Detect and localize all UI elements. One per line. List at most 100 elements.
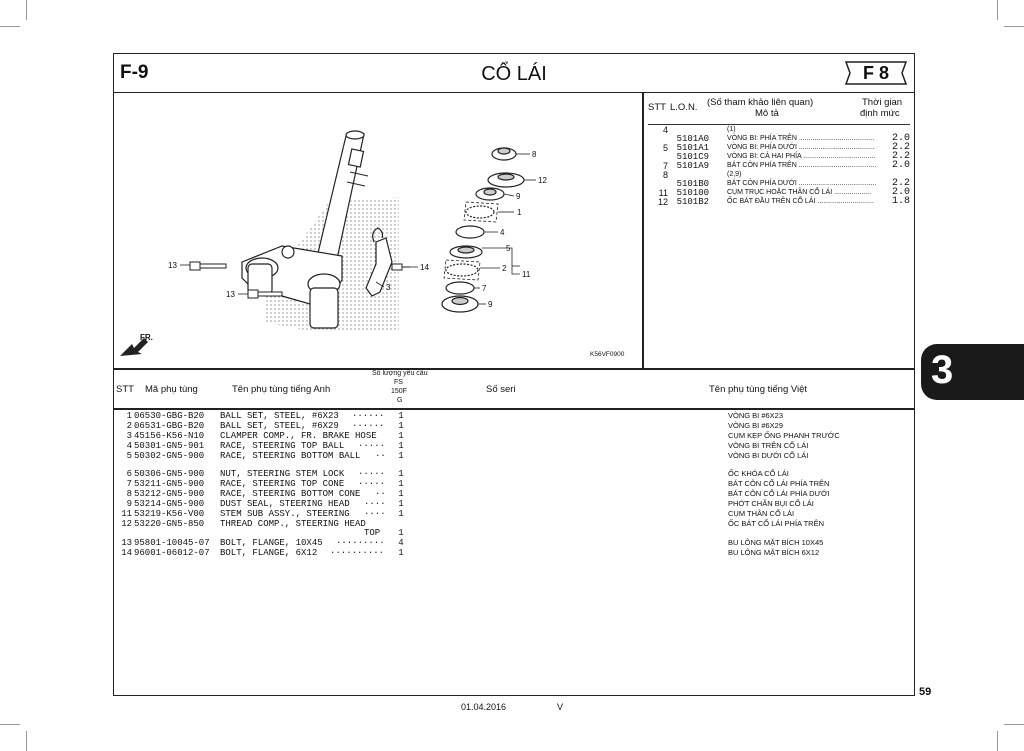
callout-7: 9 [516, 192, 521, 201]
ref-time: 2.0 [891, 187, 910, 198]
labor-reference-table: STT L.O.N. (Số tham khảo liên quan) Mô t… [644, 92, 914, 368]
crop-mark [0, 724, 20, 725]
ref-time: 2.0 [891, 160, 910, 171]
row-qty: 1 [398, 479, 404, 489]
ref-desc: (2,9) [727, 171, 742, 178]
row-name-en: RACE, STEERING TOP BALL [220, 441, 345, 451]
callout-13: 13 [168, 261, 177, 270]
row-no: 5 [126, 451, 132, 461]
col-header-serial: Số seri [486, 384, 516, 395]
row-part-no: 06530-GBG-B20 [134, 411, 205, 421]
ref-lon: 5101A0 [676, 134, 709, 144]
row-part-no: 45156-K56-N10 [134, 431, 205, 441]
col-header-qty-model: FS [394, 379, 403, 386]
row-qty: 1 [398, 509, 404, 519]
row-qty: 4 [398, 538, 404, 548]
row-leader: ···· [364, 509, 386, 519]
row-part-no: 53212-GN5-900 [134, 489, 205, 499]
crop-mark [997, 731, 998, 751]
crop-mark [26, 731, 27, 751]
row-name-vn: CỤM KẸP ỐNG PHANH TRƯỚC [728, 431, 840, 440]
row-qty: 1 [398, 499, 404, 509]
col-header-part-no: Mã phụ tùng [145, 384, 198, 395]
figure-badge: F 8 [844, 60, 908, 86]
callout-5: 5 [506, 244, 511, 253]
ref-lon: 510100 [676, 188, 709, 198]
footer-date: 01.04.2016 [461, 702, 507, 712]
row-no: 4 [126, 441, 132, 451]
col-header-name-en: Tên phụ tùng tiếng Anh [232, 384, 331, 395]
ref-time: 2.2 [891, 151, 910, 162]
crop-mark [1004, 724, 1024, 725]
col-header-qty-model-3: G [397, 397, 403, 404]
row-name-vn: VÒNG BI TRÊN CỔ LÁI [728, 441, 809, 450]
row-no: 13 [121, 538, 132, 548]
row-name-en: NUT, STEERING STEM LOCK [220, 469, 345, 479]
row-qty: 1 [398, 489, 404, 499]
ref-desc: ỐC BÁT ĐẦU TRÊN CỔ LÁI .................… [727, 198, 874, 205]
row-qty: 1 [398, 431, 404, 441]
crop-mark [0, 26, 20, 27]
row-name-vn: PHỚT CHẮN BỤI CỔ LÁI [728, 499, 814, 508]
ref-row: 8(2,9) [644, 170, 914, 180]
row-leader: ·· [375, 489, 386, 499]
row-name-vn: ỐC KHÓA CỔ LÁI [728, 469, 789, 478]
callout-4: 4 [500, 228, 505, 237]
row-no: 14 [121, 548, 132, 558]
row-name-en: RACE, STEERING TOP CONE [220, 479, 345, 489]
row-name-vn: VÒNG BI #6X23 [728, 411, 784, 420]
direction-label: FR. [140, 333, 153, 342]
row-part-no: 50302-GN5-900 [134, 451, 205, 461]
row-leader: ····· [358, 469, 386, 479]
row-leader: ···· [364, 499, 386, 509]
divider [114, 408, 914, 410]
callout-6: 8 [532, 150, 537, 159]
row-qty: 1 [398, 469, 404, 479]
callout-2: 2 [502, 264, 507, 273]
row-leader: ······ [352, 411, 385, 421]
row-part-no: 53219-K56-V00 [134, 509, 205, 519]
ref-stt: 7 [662, 161, 668, 171]
ref-header-ref: (Số tham khảo liên quan) [707, 97, 814, 108]
divider [114, 368, 914, 370]
row-part-no: 06531-GBG-B20 [134, 421, 205, 431]
ref-stt: 11 [658, 188, 668, 198]
chapter-tab-number: 3 [931, 348, 954, 392]
row-qty: 1 [398, 528, 404, 538]
callout-13-lower: 13 [226, 290, 235, 299]
row-leader: ········· [336, 538, 385, 548]
ref-desc: BÁT CÔN PHÍA DƯỚI ......................… [727, 180, 877, 187]
ref-stt: 12 [657, 197, 668, 207]
exploded-diagram: 8 12 9 1 4 5 2 11 7 9 3 14 13 13 FR. K56… [114, 92, 642, 368]
row-name-vn: BU LÔNG MẶT BÍCH 10X45 [728, 538, 824, 547]
row-name-en: STEM SUB ASSY., STEERING [220, 509, 350, 519]
row-qty: 1 [398, 548, 404, 558]
section-code: F-9 [120, 62, 149, 83]
ref-lon: 5101B2 [676, 197, 709, 207]
ref-header-desc: Mô tả [755, 108, 779, 119]
row-name-en: BALL SET, STEEL, #6X23 [220, 411, 339, 421]
ref-lon: 5101A1 [676, 143, 709, 153]
ref-row: 12 5101B2 ỐC BÁT ĐẦU TRÊN CỔ LÁI .........… [644, 197, 914, 208]
callout-11: 11 [522, 270, 531, 279]
ref-time: 2.2 [891, 142, 910, 153]
row-no: 9 [126, 499, 132, 509]
ref-stt: 4 [662, 125, 668, 135]
row-no: 1 [126, 411, 132, 421]
row-name-vn: BÁT CÔN CỔ LÁI PHÍA TRÊN [728, 479, 830, 488]
ref-desc: VÒNG BI: CẢ HAI PHÍA ...................… [727, 153, 876, 160]
crop-mark [1004, 26, 1024, 27]
row-name-vn: ỐC BÁT CỔ LÁI PHÍA TRÊN [728, 519, 824, 528]
